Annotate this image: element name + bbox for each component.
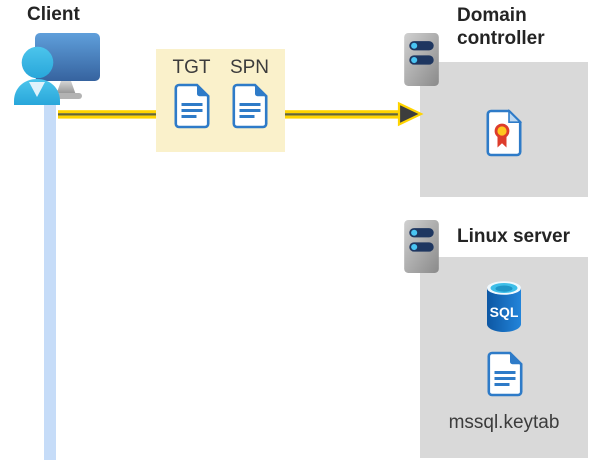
- client-workstation-icon: [14, 33, 100, 105]
- sql-badge-text: SQL: [490, 304, 519, 320]
- spn-label: SPN: [229, 57, 270, 78]
- spn-token: SPN: [227, 57, 273, 152]
- person-icon: [14, 46, 60, 105]
- tgt-document-icon: [174, 83, 209, 129]
- domain-controller-server-icon: [404, 33, 439, 86]
- domain-controller-label-line1: Domain: [457, 5, 527, 26]
- linux-server-label: Linux server: [457, 226, 570, 247]
- token-box: TGT SPN: [156, 49, 285, 152]
- client-timeline-bar: [44, 96, 56, 460]
- domain-controller-label: Domain controller: [457, 4, 545, 50]
- linux-server-icon: [404, 220, 439, 273]
- domain-controller-label-line2: controller: [457, 28, 545, 49]
- tgt-label: TGT: [172, 57, 211, 78]
- tgt-token: TGT: [169, 57, 215, 152]
- spn-document-icon: [232, 83, 267, 129]
- keytab-filename-label: mssql.keytab: [448, 412, 560, 433]
- sql-database-icon: SQL: [487, 281, 521, 332]
- certificate-icon: [486, 109, 523, 157]
- arrowhead: [397, 101, 424, 127]
- client-label: Client: [27, 4, 80, 25]
- keytab-document-icon: [487, 351, 523, 397]
